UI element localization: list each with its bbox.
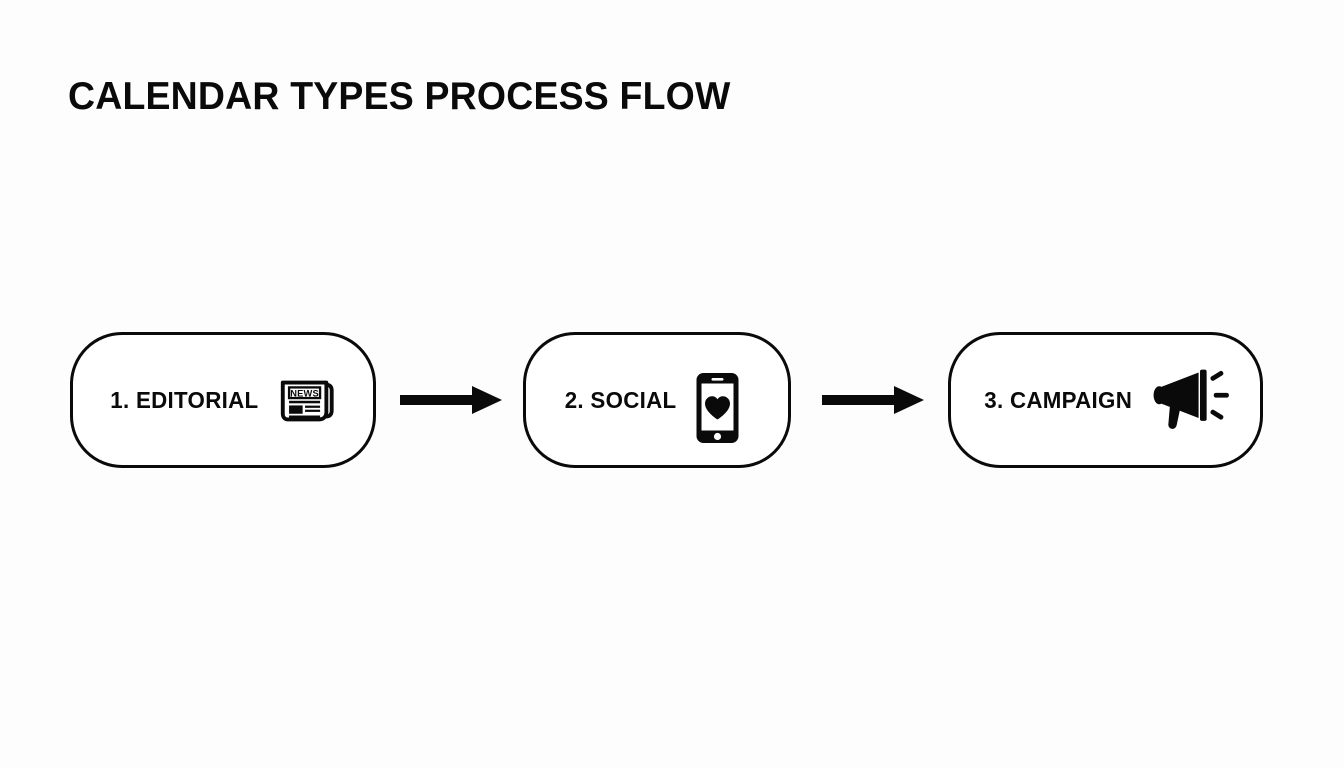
process-step-campaign[interactable]: 3. CAMPAIGN [948, 332, 1263, 468]
megaphone-icon [1151, 364, 1229, 436]
smartphone-heart-icon [695, 372, 751, 443]
svg-text:NEWS: NEWS [291, 388, 320, 398]
step-label-editorial: 1. EDITORIAL [109, 386, 259, 413]
arrow-right-icon [400, 382, 504, 418]
process-flow-diagram: 1. EDITORIAL NEWS [0, 332, 1344, 468]
newspaper-icon: NEWS [276, 369, 338, 431]
process-step-editorial[interactable]: 1. EDITORIAL NEWS [70, 332, 376, 468]
step-label-social: 2. SOCIAL [565, 386, 677, 413]
arrow-right-icon [822, 382, 926, 418]
step-label-campaign: 3. CAMPAIGN [984, 386, 1133, 413]
flow-connector-1 [400, 332, 504, 468]
flow-connector-2 [822, 332, 926, 468]
process-step-social[interactable]: 2. SOCIAL [523, 332, 791, 468]
page-title: CALENDAR TYPES PROCESS FLOW [68, 75, 731, 118]
